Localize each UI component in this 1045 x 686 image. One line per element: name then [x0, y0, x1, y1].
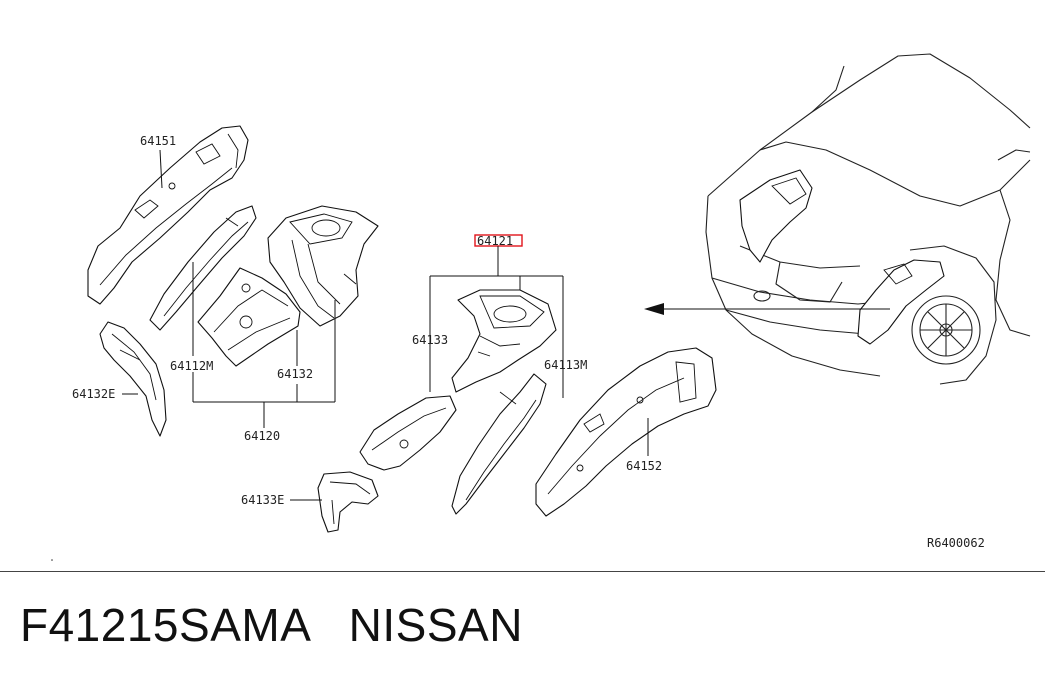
part-64112m-apron[interactable]: [149, 205, 257, 331]
part-64113m-apron[interactable]: [451, 373, 547, 515]
label-64121[interactable]: 64121: [477, 234, 513, 248]
label-64152[interactable]: 64152: [626, 459, 662, 473]
part-64133e-bracket[interactable]: [317, 471, 379, 533]
label-64112m[interactable]: 64112M: [170, 359, 213, 373]
bracket-64120: [192, 262, 336, 428]
label-64151[interactable]: 64151: [140, 134, 176, 148]
part-64152-rail[interactable]: [535, 347, 717, 517]
label-64133[interactable]: 64133: [412, 333, 448, 347]
label-64132e[interactable]: 64132E: [72, 387, 115, 401]
part-64121-tower[interactable]: [451, 289, 557, 393]
label-64120[interactable]: 64120: [244, 429, 280, 443]
diagram-ref: R6400062: [927, 536, 985, 550]
part-64132e-bracket[interactable]: [99, 321, 167, 437]
part-64120-tower[interactable]: [267, 205, 379, 327]
label-64133e[interactable]: 64133E: [241, 493, 284, 507]
part-64133-lower[interactable]: [359, 395, 457, 471]
pointer-arrow: [644, 303, 890, 315]
car-front-illustration: [705, 53, 1031, 385]
footer-divider: [0, 571, 1045, 572]
part-number-title: F41215SAMA NISSAN: [20, 599, 523, 651]
part-64151-rail[interactable]: [87, 125, 249, 305]
parts-diagram: 64151 64132E 64112M 6: [51, 53, 1031, 561]
label-64113m[interactable]: 64113M: [544, 358, 587, 372]
stray-dot: [51, 559, 53, 561]
label-64132[interactable]: 64132: [277, 367, 313, 381]
leader-64151: [159, 149, 163, 189]
part-64132-housing[interactable]: [197, 267, 301, 367]
bracket-64121: [429, 246, 564, 398]
